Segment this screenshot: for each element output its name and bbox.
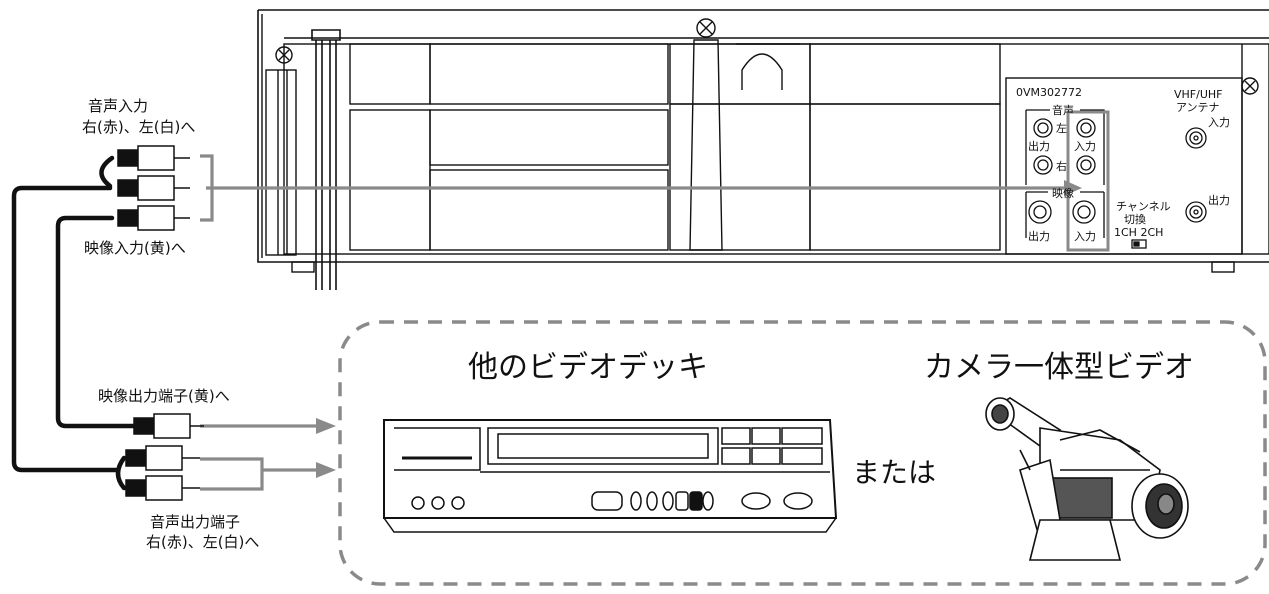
video-input-label: 入力 bbox=[1074, 230, 1096, 243]
model-number: 0VM302772 bbox=[1016, 86, 1082, 99]
rca-plug-audio-out-1 bbox=[125, 445, 200, 471]
rca-plugs-lower bbox=[125, 413, 204, 501]
audio-group-label: 音声 bbox=[1052, 103, 1074, 117]
rca-plug-video-out bbox=[133, 413, 204, 439]
channel-switch-label-2: 切換 bbox=[1124, 213, 1146, 226]
arrowheads bbox=[316, 180, 1082, 478]
video-input-label: 映像入力(黄)へ bbox=[84, 239, 186, 257]
video-output-label: 出力 bbox=[1028, 229, 1050, 243]
video-output-label: 映像出力端子(黄)へ bbox=[98, 387, 230, 405]
cable-clamp bbox=[311, 29, 341, 290]
antenna-title-2: アンテナ bbox=[1176, 101, 1220, 114]
audio-output-label: 出力 bbox=[1028, 139, 1050, 153]
audio-input-label-line1: 音声入力 bbox=[88, 97, 149, 115]
audio-input-label: 入力 bbox=[1074, 140, 1096, 153]
rca-plugs-upper bbox=[117, 145, 190, 231]
channel-options: 1CH 2CH bbox=[1114, 226, 1163, 239]
rca-plug-audio-right bbox=[117, 175, 190, 201]
audio-output-label-line1: 音声出力端子 bbox=[150, 513, 241, 531]
left-label: 左 bbox=[1056, 122, 1067, 135]
audio-output-label-line2: 右(赤)、左(白)へ bbox=[146, 533, 260, 551]
antenna-output-label: 出力 bbox=[1208, 193, 1230, 207]
other-vcr-illustration bbox=[383, 419, 838, 533]
or-label: または bbox=[852, 456, 937, 489]
right-label: 右 bbox=[1056, 159, 1067, 173]
rca-plug-audio-out-2 bbox=[125, 475, 200, 501]
camcorder-illustration bbox=[985, 397, 1189, 561]
vcr-jack-panel bbox=[1025, 109, 1207, 252]
rca-plug-video bbox=[117, 205, 190, 231]
rca-plug-audio-left bbox=[117, 145, 190, 171]
camcorder-title: カメラ一体型ビデオ bbox=[924, 350, 1194, 385]
other-vcr-title: 他のビデオデッキ bbox=[468, 350, 708, 385]
channel-switch-label-1: チャンネル bbox=[1116, 200, 1171, 213]
video-group-label: 映像 bbox=[1052, 187, 1074, 200]
antenna-title-1: VHF/UHF bbox=[1174, 88, 1222, 101]
signal-paths bbox=[200, 154, 1064, 491]
vcr-rear-unit bbox=[257, 9, 1269, 273]
rca-cables bbox=[11, 155, 137, 491]
audio-input-label-line2: 右(赤)、左(白)へ bbox=[82, 118, 196, 136]
antenna-input-label: 入力 bbox=[1208, 116, 1230, 129]
panel-labels: 0VM302772 音声 左 右 出力 入力 映像 出力 入力 チャンネル 切換… bbox=[1016, 86, 1230, 243]
